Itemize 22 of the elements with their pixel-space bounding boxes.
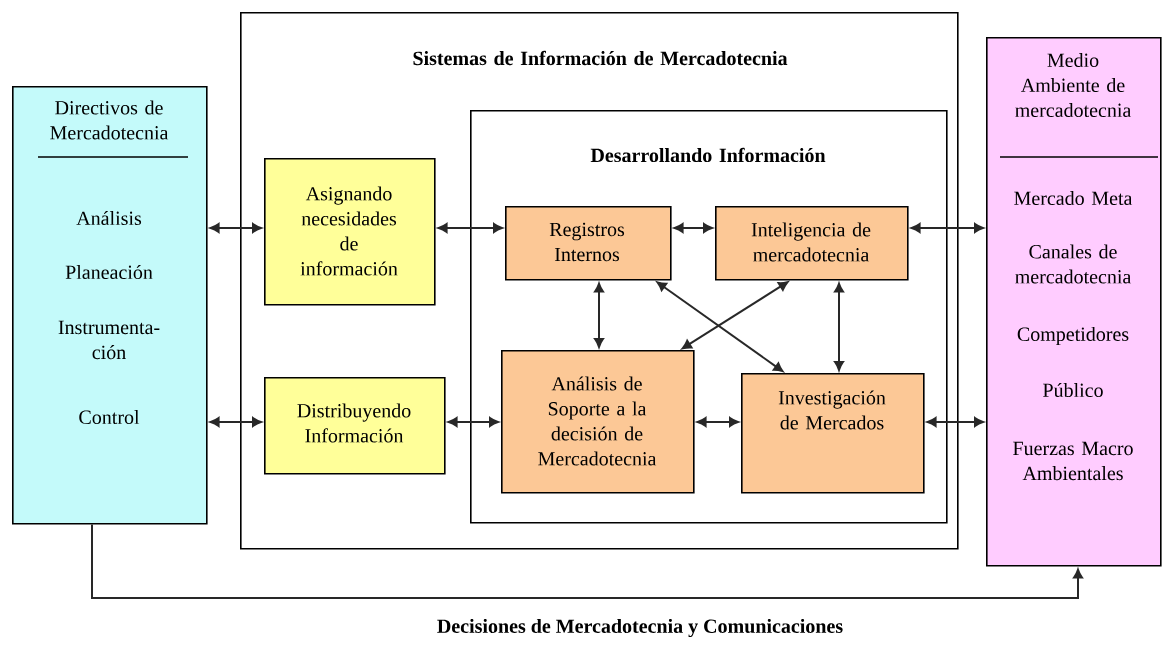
arrow [447, 417, 499, 427]
arrow [926, 417, 984, 427]
arrow [209, 223, 262, 233]
arrow [696, 417, 739, 427]
process-box: Asignando necesidades de información [264, 158, 436, 306]
diagram-label: Decisiones de Mercadotecnia y Comunicaciones [437, 618, 843, 638]
process-box: Análisis de Soporte a la decisión de Mercadotecnia [501, 350, 695, 494]
process-box: Inteligencia de mercadotecnia [715, 206, 909, 281]
side-panel: Directivos de Mercadotecnia Análisis Planeación Instrumenta- ción Control [12, 86, 208, 525]
process-box: Investigación de Mercados [741, 373, 925, 494]
arrow [656, 281, 784, 373]
arrow [91, 523, 1083, 599]
process-box: Distribuyendo Información [264, 377, 446, 475]
arrow [681, 281, 789, 350]
arrow [834, 282, 844, 371]
arrow [673, 223, 713, 233]
arrow [437, 223, 503, 233]
arrow [209, 417, 262, 427]
arrow [910, 223, 984, 233]
side-panel: Medio Ambiente de mercadotecnia Mercado Meta Canales de mercadotecnia Competidores Público Fuerzas Macro Ambientales [986, 37, 1162, 567]
process-box: Registros Internos [505, 206, 672, 281]
arrow [594, 282, 604, 348]
